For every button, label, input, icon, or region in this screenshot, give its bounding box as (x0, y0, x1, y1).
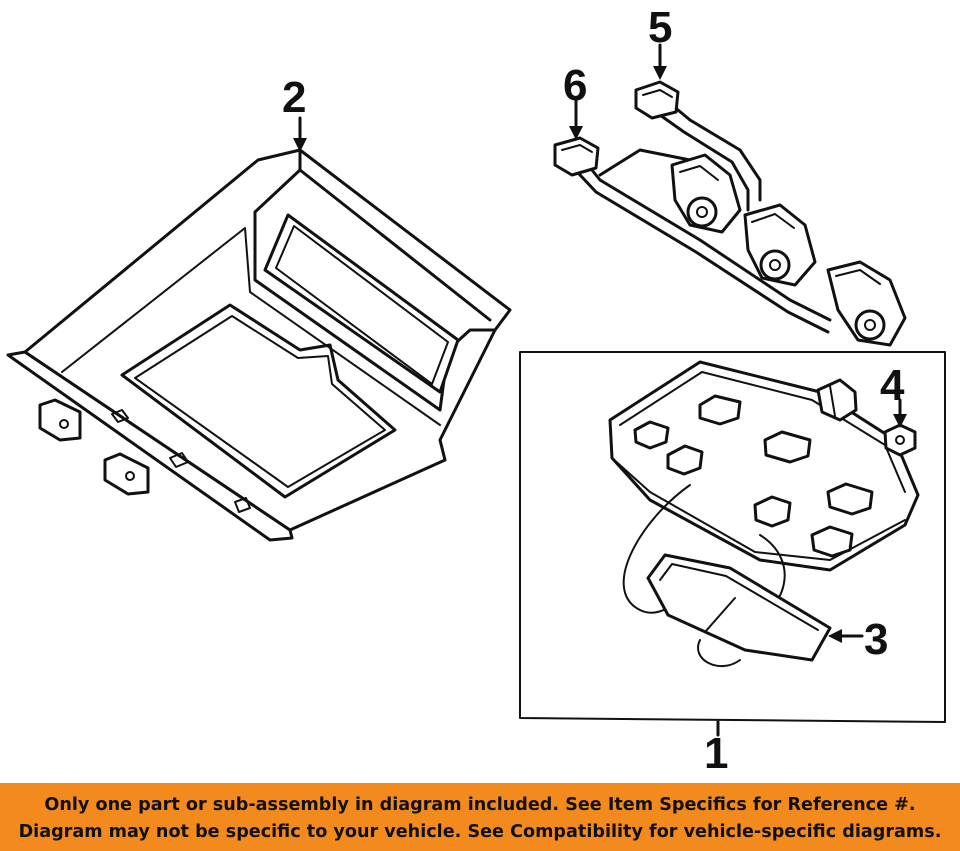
svg-text:5: 5 (648, 3, 672, 52)
callout-5: 5 (648, 3, 672, 80)
disclaimer-line-1: Only one part or sub-assembly in diagram… (44, 795, 916, 815)
callout-2: 2 (282, 73, 307, 152)
svg-text:2: 2 (282, 73, 306, 122)
callout-4: 4 (880, 361, 907, 428)
wiring-harness-part-5-6 (553, 80, 907, 347)
callout-1: 1 (704, 720, 728, 778)
trim-panel-part-2 (6, 148, 512, 542)
svg-text:6: 6 (563, 61, 587, 110)
disclaimer-banner: Only one part or sub-assembly in diagram… (0, 783, 960, 851)
svg-text:1: 1 (704, 729, 728, 778)
svg-text:4: 4 (880, 361, 905, 410)
parts-diagram: 2 5 6 4 3 1 (6, 3, 946, 778)
svg-text:3: 3 (864, 615, 888, 664)
console-assembly-part-1 (519, 351, 946, 723)
callout-3: 3 (828, 615, 888, 664)
disclaimer-line-2: Diagram may not be specific to your vehi… (18, 822, 942, 842)
callout-6: 6 (563, 61, 587, 140)
